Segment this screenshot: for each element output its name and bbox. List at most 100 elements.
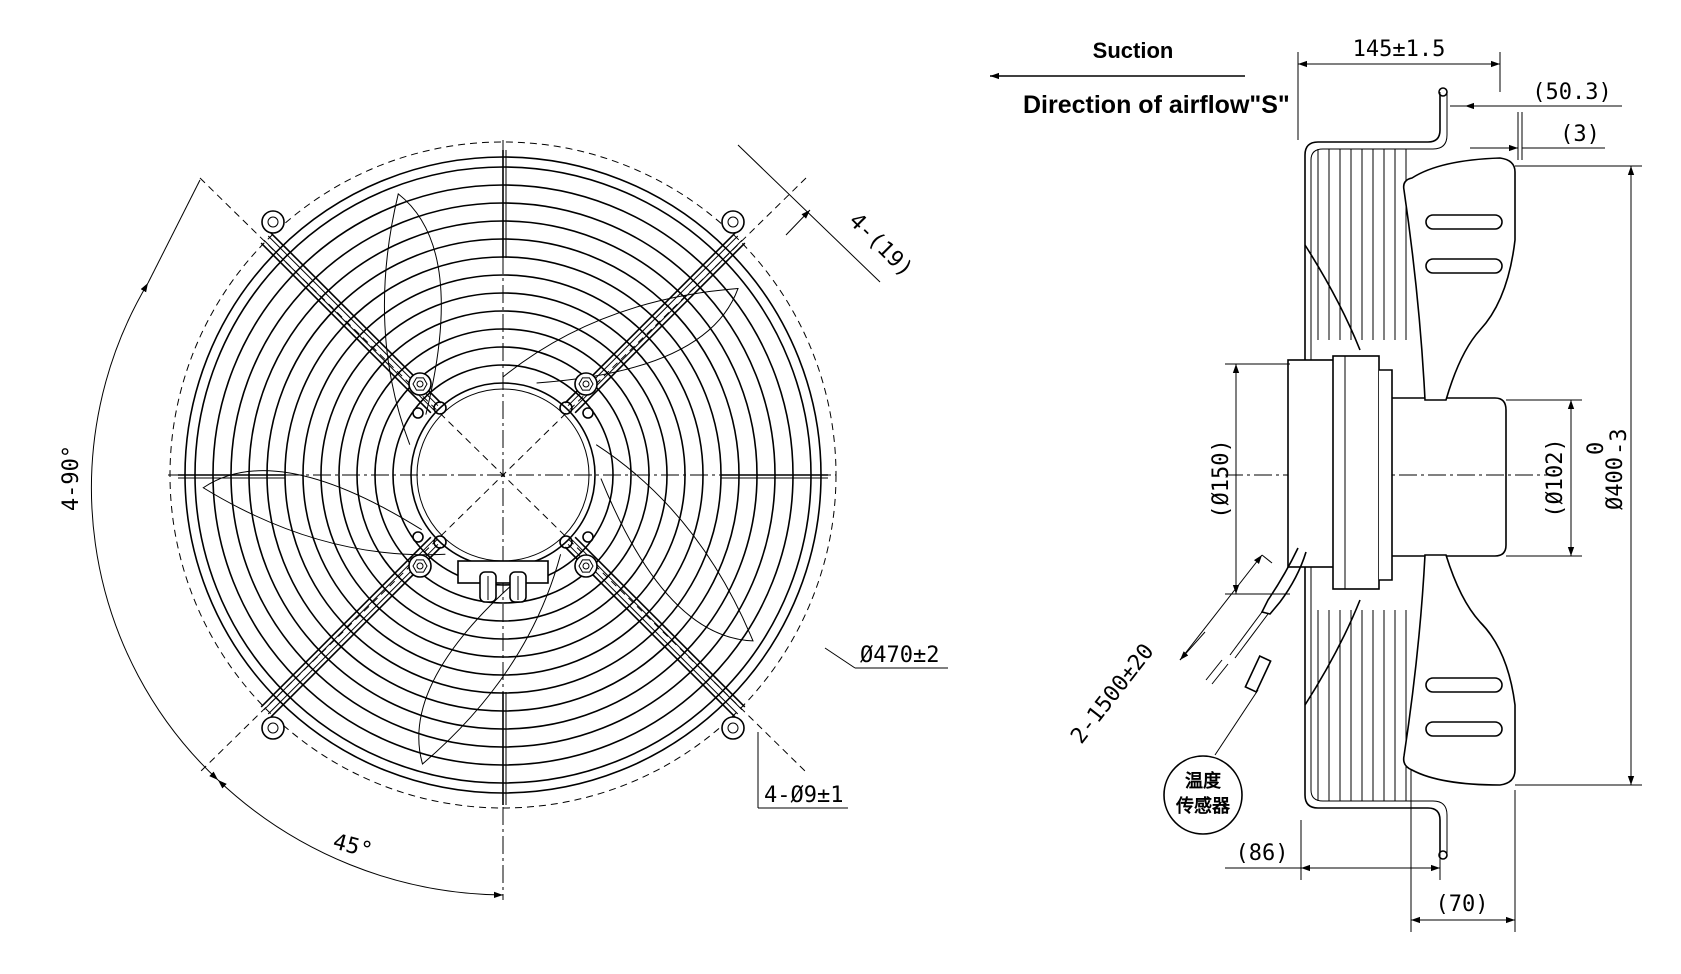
flange-offset-dimension: (50.3) [1439, 80, 1622, 112]
sensor-callout: 温度 传感器 [1163, 689, 1259, 835]
bolt-hex [578, 559, 594, 573]
mount-hole [261, 716, 285, 740]
blade-curve [595, 444, 754, 642]
mounting-holes [261, 210, 745, 740]
mount-hole [261, 210, 285, 234]
angle-dimension-90: 4-90° [59, 179, 219, 781]
side-view: Suction Direction of airflow"S" [990, 37, 1642, 932]
guard-spoke [571, 239, 743, 411]
sensor-label-line2: 传感器 [1175, 795, 1231, 816]
guard-spoke [270, 546, 442, 718]
bolt-hex [412, 559, 428, 573]
bolt-center [582, 562, 590, 570]
guard-diameter-label: Ø470±2 [860, 643, 939, 668]
suction-label: Suction [1093, 38, 1174, 63]
hub-diameter-dimension: (Ø102) [1506, 399, 1582, 557]
guard-spoke [564, 232, 736, 404]
motor-diameter-label: (Ø150) [1209, 439, 1234, 518]
guard-diameter-leader: Ø470±2 [824, 643, 948, 669]
flange-thickness-dimension: (3) [1470, 112, 1605, 160]
screw [412, 407, 424, 419]
guard-spokes [260, 232, 746, 718]
screw [433, 401, 447, 415]
angle-spacing-label: 4-90° [59, 445, 84, 511]
bolt-center [416, 562, 424, 570]
center-lines [168, 140, 836, 900]
impeller-diameter-label: Ø400 [1603, 457, 1628, 510]
diagonal-center-lines [199, 177, 807, 773]
mount-hole [721, 210, 745, 234]
mounting-bolts [408, 372, 598, 578]
screw [582, 407, 594, 419]
guard-spoke [263, 539, 435, 711]
guard-spoke [270, 232, 442, 404]
guard-tip [1438, 87, 1448, 97]
motor-body [1287, 355, 1507, 590]
lead-length-label: 2-1500±20 [1066, 639, 1159, 748]
guard-spoke [267, 235, 439, 407]
mounting-holes-label: 4-Ø9±1 [764, 783, 843, 808]
bolt-hex [412, 377, 428, 391]
bolt-head [574, 372, 598, 396]
sensor-label-line1: 温度 [1185, 770, 1222, 791]
guard-arm [1304, 244, 1361, 351]
screw [559, 401, 573, 415]
front-view: 4-90° 45° 4-(19) Ø470±2 4-Ø9±1 [59, 140, 948, 900]
bolt-center [582, 380, 590, 388]
screw [433, 535, 447, 549]
flange-thickness-label: (3) [1560, 122, 1600, 147]
overall-depth-label: 145±1.5 [1353, 37, 1446, 62]
impeller-diameter-base: Ø400 [1603, 457, 1628, 510]
lead-length-dimension: 2-1500±20 [1066, 554, 1273, 749]
cable-leads [1205, 547, 1307, 694]
slot-width-dimension: 4-(19) [737, 144, 918, 283]
airflow-label: Direction of airflow"S" [1023, 91, 1290, 119]
hub-diameter-label: (Ø102) [1543, 438, 1568, 517]
impeller-tol-upper: 0 [1584, 442, 1609, 455]
mount-hole-inner [267, 722, 279, 734]
impeller-blade-bottom [1402, 554, 1516, 786]
side-guard [1304, 87, 1448, 860]
impeller-tol-lower: -3 [1607, 429, 1632, 456]
bolt-head [574, 554, 598, 578]
bolt-center [416, 380, 424, 388]
screw [582, 531, 594, 543]
guard-arm [1304, 599, 1361, 706]
guard-spoke [260, 242, 432, 414]
bolt-head [408, 372, 432, 396]
guard-spoke [267, 543, 439, 715]
bolt-head [408, 554, 432, 578]
mounting-holes-leader: 4-Ø9±1 [757, 732, 848, 809]
blade-curve [418, 554, 562, 765]
guard-spoke [564, 546, 736, 718]
bolt-hex [578, 377, 594, 391]
guard-spoke [260, 536, 432, 708]
guard-depth-dimension: (86) [1225, 820, 1441, 880]
guard-spoke [567, 235, 739, 407]
guard-spoke [571, 539, 743, 711]
guard-tip [1438, 850, 1448, 860]
diagonal-line [199, 177, 807, 773]
slot-width-label: 4-(19) [844, 208, 918, 282]
guard-spoke [567, 543, 739, 715]
mount-hole-inner [267, 216, 279, 228]
impeller-diameter-dimension: Ø400 0 -3 [1515, 165, 1642, 786]
screw [412, 531, 424, 543]
blade-depth-dimension: (70) [1410, 770, 1516, 932]
overall-depth-dimension: 145±1.5 [1297, 37, 1501, 140]
guard-spoke [574, 536, 746, 708]
motor-diameter-dimension: (Ø150) [1209, 363, 1290, 595]
mount-hole-inner [727, 722, 739, 734]
mount-hole [721, 716, 745, 740]
guard-spoke [574, 242, 746, 414]
angle-dimension-45: 45° [217, 779, 504, 899]
flange-offset-label: (50.3) [1532, 80, 1611, 105]
guard-depth-label: (86) [1236, 841, 1289, 866]
junction-box [457, 560, 549, 603]
mount-hole-inner [727, 216, 739, 228]
guard-spoke [263, 239, 435, 411]
blade-curve [383, 193, 442, 445]
impeller-blade-top [1402, 157, 1516, 401]
screw [559, 535, 573, 549]
